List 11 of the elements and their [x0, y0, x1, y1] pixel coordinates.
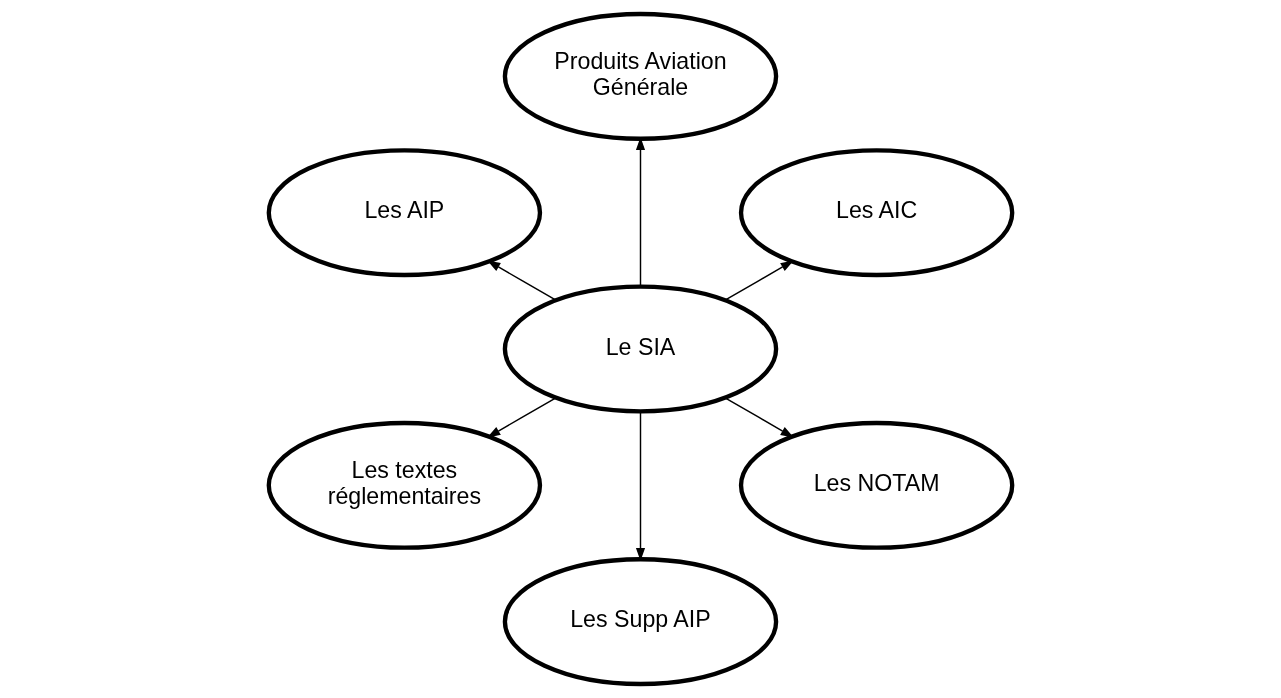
- arrow: [724, 260, 794, 301]
- node-ellipse: Les AIC: [738, 148, 1015, 278]
- arrow: [487, 260, 557, 301]
- arrow: [724, 397, 794, 438]
- node-ellipse: Les NOTAM: [738, 420, 1015, 550]
- node-ellipse: Produits Aviation Générale: [502, 11, 779, 141]
- node-ellipse: Les AIP: [266, 148, 543, 278]
- node-ellipse: Le SIA: [502, 284, 779, 414]
- node-ellipse: Les textes réglementaires: [266, 420, 543, 550]
- arrow: [487, 397, 557, 438]
- node-ellipse: Les Supp AIP: [502, 557, 779, 687]
